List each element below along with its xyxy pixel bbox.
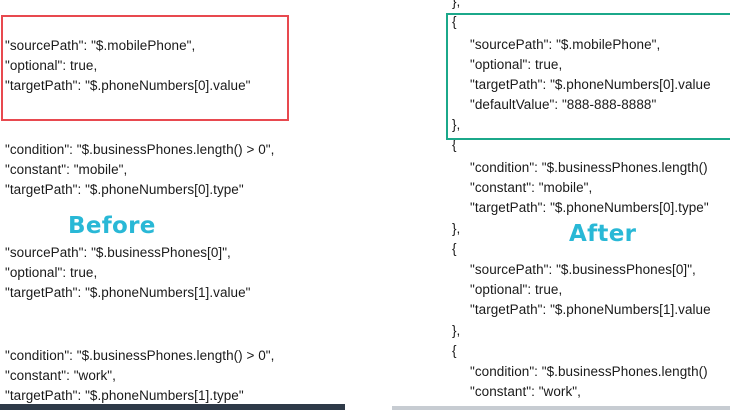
- code-line: "sourcePath": "$.businessPhones[0]",: [470, 262, 696, 277]
- code-line: },: [452, 323, 461, 338]
- code-line: "constant": "work",: [5, 368, 116, 383]
- code-line: "condition": "$.businessPhones.length() …: [5, 142, 275, 157]
- after-caption: After: [569, 221, 637, 247]
- after-code-panel: }, { "sourcePath": "$.mobilePhone", "opt…: [392, 0, 730, 410]
- removed-block-highlight: [1, 15, 289, 121]
- code-line: "targetPath": "$.phoneNumbers[0].type": [5, 182, 244, 197]
- code-line: {: [452, 241, 457, 256]
- code-line: },: [452, 221, 461, 236]
- code-line: "targetPath": "$.phoneNumbers[0].value": [5, 78, 251, 93]
- code-line: "constant": "work",: [470, 384, 581, 399]
- code-line: {: [452, 137, 457, 152]
- code-line: "condition": "$.businessPhones.length(): [470, 364, 708, 379]
- code-line: "defaultValue": "888-888-8888": [470, 97, 657, 112]
- added-block-highlight: [446, 13, 730, 140]
- code-line: "targetPath": "$.phoneNumbers[0].type": [470, 200, 709, 215]
- code-line: },: [452, 0, 461, 9]
- code-line: "targetPath": "$.phoneNumbers[1].value: [470, 302, 711, 317]
- scrollbar-track[interactable]: [0, 404, 345, 410]
- code-line: "targetPath": "$.phoneNumbers[1].value": [5, 285, 251, 300]
- code-line: "sourcePath": "$.mobilePhone",: [5, 38, 196, 53]
- code-line: "optional": true,: [5, 58, 98, 73]
- code-line: "condition": "$.businessPhones.length(): [470, 160, 708, 175]
- code-line: },: [452, 117, 461, 132]
- code-line: "optional": true,: [470, 282, 563, 297]
- code-line: "condition": "$.businessPhones.length() …: [5, 348, 275, 363]
- code-line: "targetPath": "$.phoneNumbers[0].value: [470, 77, 711, 92]
- code-line: {: [452, 343, 457, 358]
- before-caption: Before: [68, 213, 156, 239]
- scrollbar-track[interactable]: [392, 406, 730, 410]
- code-line: {: [452, 14, 457, 29]
- before-code-panel: "sourcePath": "$.mobilePhone", "optional…: [0, 0, 345, 410]
- code-line: "optional": true,: [470, 57, 563, 72]
- code-line: "optional": true,: [5, 265, 98, 280]
- code-line: "sourcePath": "$.mobilePhone",: [470, 37, 661, 52]
- code-line: "targetPath": "$.phoneNumbers[1].type": [5, 388, 244, 403]
- code-line: "constant": "mobile",: [470, 180, 593, 195]
- code-line: "sourcePath": "$.businessPhones[0]",: [5, 245, 231, 260]
- code-line: "constant": "mobile",: [5, 162, 128, 177]
